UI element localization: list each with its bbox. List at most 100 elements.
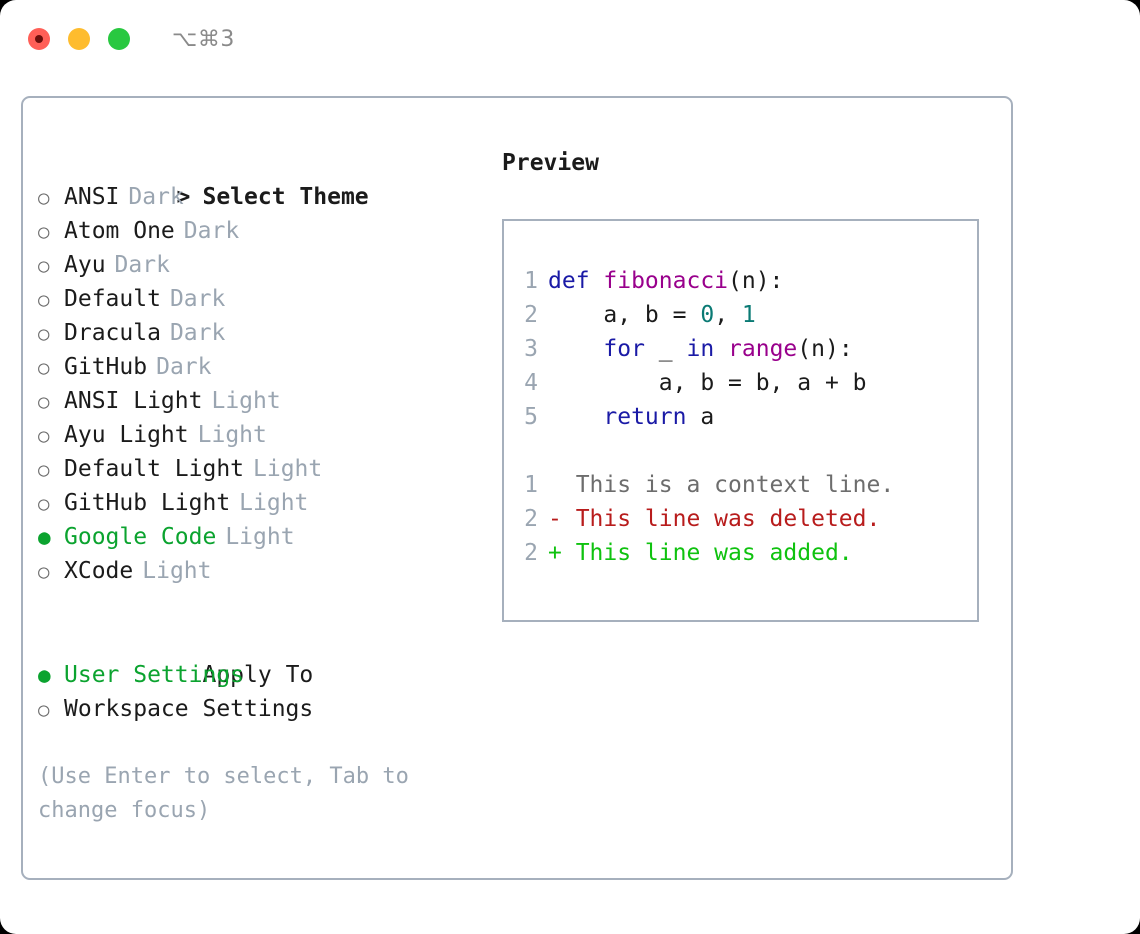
radio-selected-icon: ● [38,663,51,687]
code-token-plain: a [686,404,715,430]
diff-line-text: This is a context line. [548,472,895,498]
diff-line-del: 2 - This line was deleted. [504,502,977,536]
code-line-number: 1 [524,268,538,294]
theme-option-label: Google Code [64,524,217,550]
code-line-text: for _ in range(n): [548,332,853,366]
code-line-text: def fibonacci(n): [548,264,783,298]
code-token-num: 0 [700,302,715,328]
theme-option-tag: Light [142,558,212,584]
apply-option-label: Workspace Settings [64,696,314,722]
code-line: 1 def fibonacci(n): [504,264,977,298]
radio-unselected-icon: ○ [38,425,50,447]
code-line-text: a, b = b, a + b [548,366,867,400]
theme-option-xcode[interactable]: ○ XCode Light [38,554,488,588]
radio-unselected-icon: ○ [38,323,50,345]
radio-unselected-icon: ○ [38,289,50,311]
code-token-plain: a, b = [548,302,701,328]
code-line-text: return a [548,400,714,434]
code-token-plain: (n): [797,336,853,362]
diff-line-text: - This line was deleted. [548,506,881,532]
radio-unselected-icon: ○ [38,459,50,481]
title-bar: ⌥⌘3 [0,0,1140,78]
section-spacer [38,588,488,624]
apply-to-option-list: ● User Settings ○ Workspace Settings [38,658,488,726]
radio-selected-icon: ● [38,525,51,549]
code-line: 4 a, b = b, a + b [504,366,977,400]
diff-sample: 1 This is a context line. 2 - This line wa… [504,468,977,570]
close-window-button[interactable] [28,28,50,50]
code-line: 3 for _ in range(n): [504,332,977,366]
code-token-plain [714,336,728,362]
code-line-number: 5 [524,404,538,430]
theme-option-label: Ayu Light [64,422,189,448]
code-token-plain: _ [644,336,687,362]
diff-line-number: 1 [524,472,538,498]
radio-unselected-icon: ○ [38,255,50,277]
code-token-plain: a, b = b, a + b [548,370,867,396]
apply-option-label: User Settings [64,662,245,688]
code-line: 5 return a [504,400,977,434]
apply-option-workspace-settings[interactable]: ○ Workspace Settings [38,692,488,726]
preview-spacer [504,434,977,468]
theme-option-tag: Light [225,524,295,550]
radio-unselected-icon: ○ [38,221,50,243]
diff-line-text: + This line was added. [548,540,853,566]
diff-line-add: 2+ This line was added. [504,536,977,570]
radio-unselected-icon: ○ [38,391,50,413]
theme-option-label: Default [64,286,161,312]
select-theme-title: Select Theme [202,184,369,210]
code-token-plain: (n): [728,268,784,294]
radio-unselected-icon: ○ [38,561,50,583]
window-shortcut-label: ⌥⌘3 [172,26,235,52]
code-token-fn: fibonacci [603,268,729,294]
theme-option-dracula[interactable]: ○ Dracula Dark [38,316,488,350]
select-theme-header: >Select Theme [38,146,488,210]
radio-unselected-icon: ○ [38,493,50,515]
theme-option-label: Default Light [64,456,245,482]
theme-option-tag: Dark [169,320,226,346]
theme-option-google-code[interactable]: ● Google Code Light [38,520,488,554]
theme-option-tag: Dark [114,252,170,278]
code-token-plain [548,336,603,362]
theme-option-github-light[interactable]: ○ GitHub Light Light [38,486,488,520]
theme-option-tag: Dark [156,354,212,380]
maximize-window-button[interactable] [108,28,130,50]
radio-unselected-icon: ○ [38,699,50,721]
theme-option-tag: Light [239,490,309,516]
minimize-window-button[interactable] [68,28,90,50]
diff-line-number: 2 [524,506,538,532]
code-token-kw: def [548,268,604,294]
theme-option-label: Dracula [64,320,161,346]
radio-unselected-icon: ○ [38,187,50,209]
code-line-text: a, b = 0, 1 [548,298,756,332]
code-line-number: 3 [524,336,538,362]
code-token-num: 1 [741,302,756,328]
code-line-number: 2 [524,302,538,328]
theme-option-label: ANSI Light [64,388,203,414]
traffic-light-group [28,28,130,50]
radio-unselected-icon: ○ [38,357,50,379]
apply-option-user-settings[interactable]: ● User Settings [38,658,488,692]
theme-option-label: GitHub Light [64,490,231,516]
code-token-kw: in [686,336,715,362]
theme-option-label: Atom One [64,218,175,244]
code-line: 2 a, b = 0, 1 [504,298,977,332]
apply-to-title: Apply To [202,662,314,688]
theme-option-label: XCode [64,558,134,584]
code-token-plain: , [714,302,742,328]
code-token-fn: range [728,336,798,362]
